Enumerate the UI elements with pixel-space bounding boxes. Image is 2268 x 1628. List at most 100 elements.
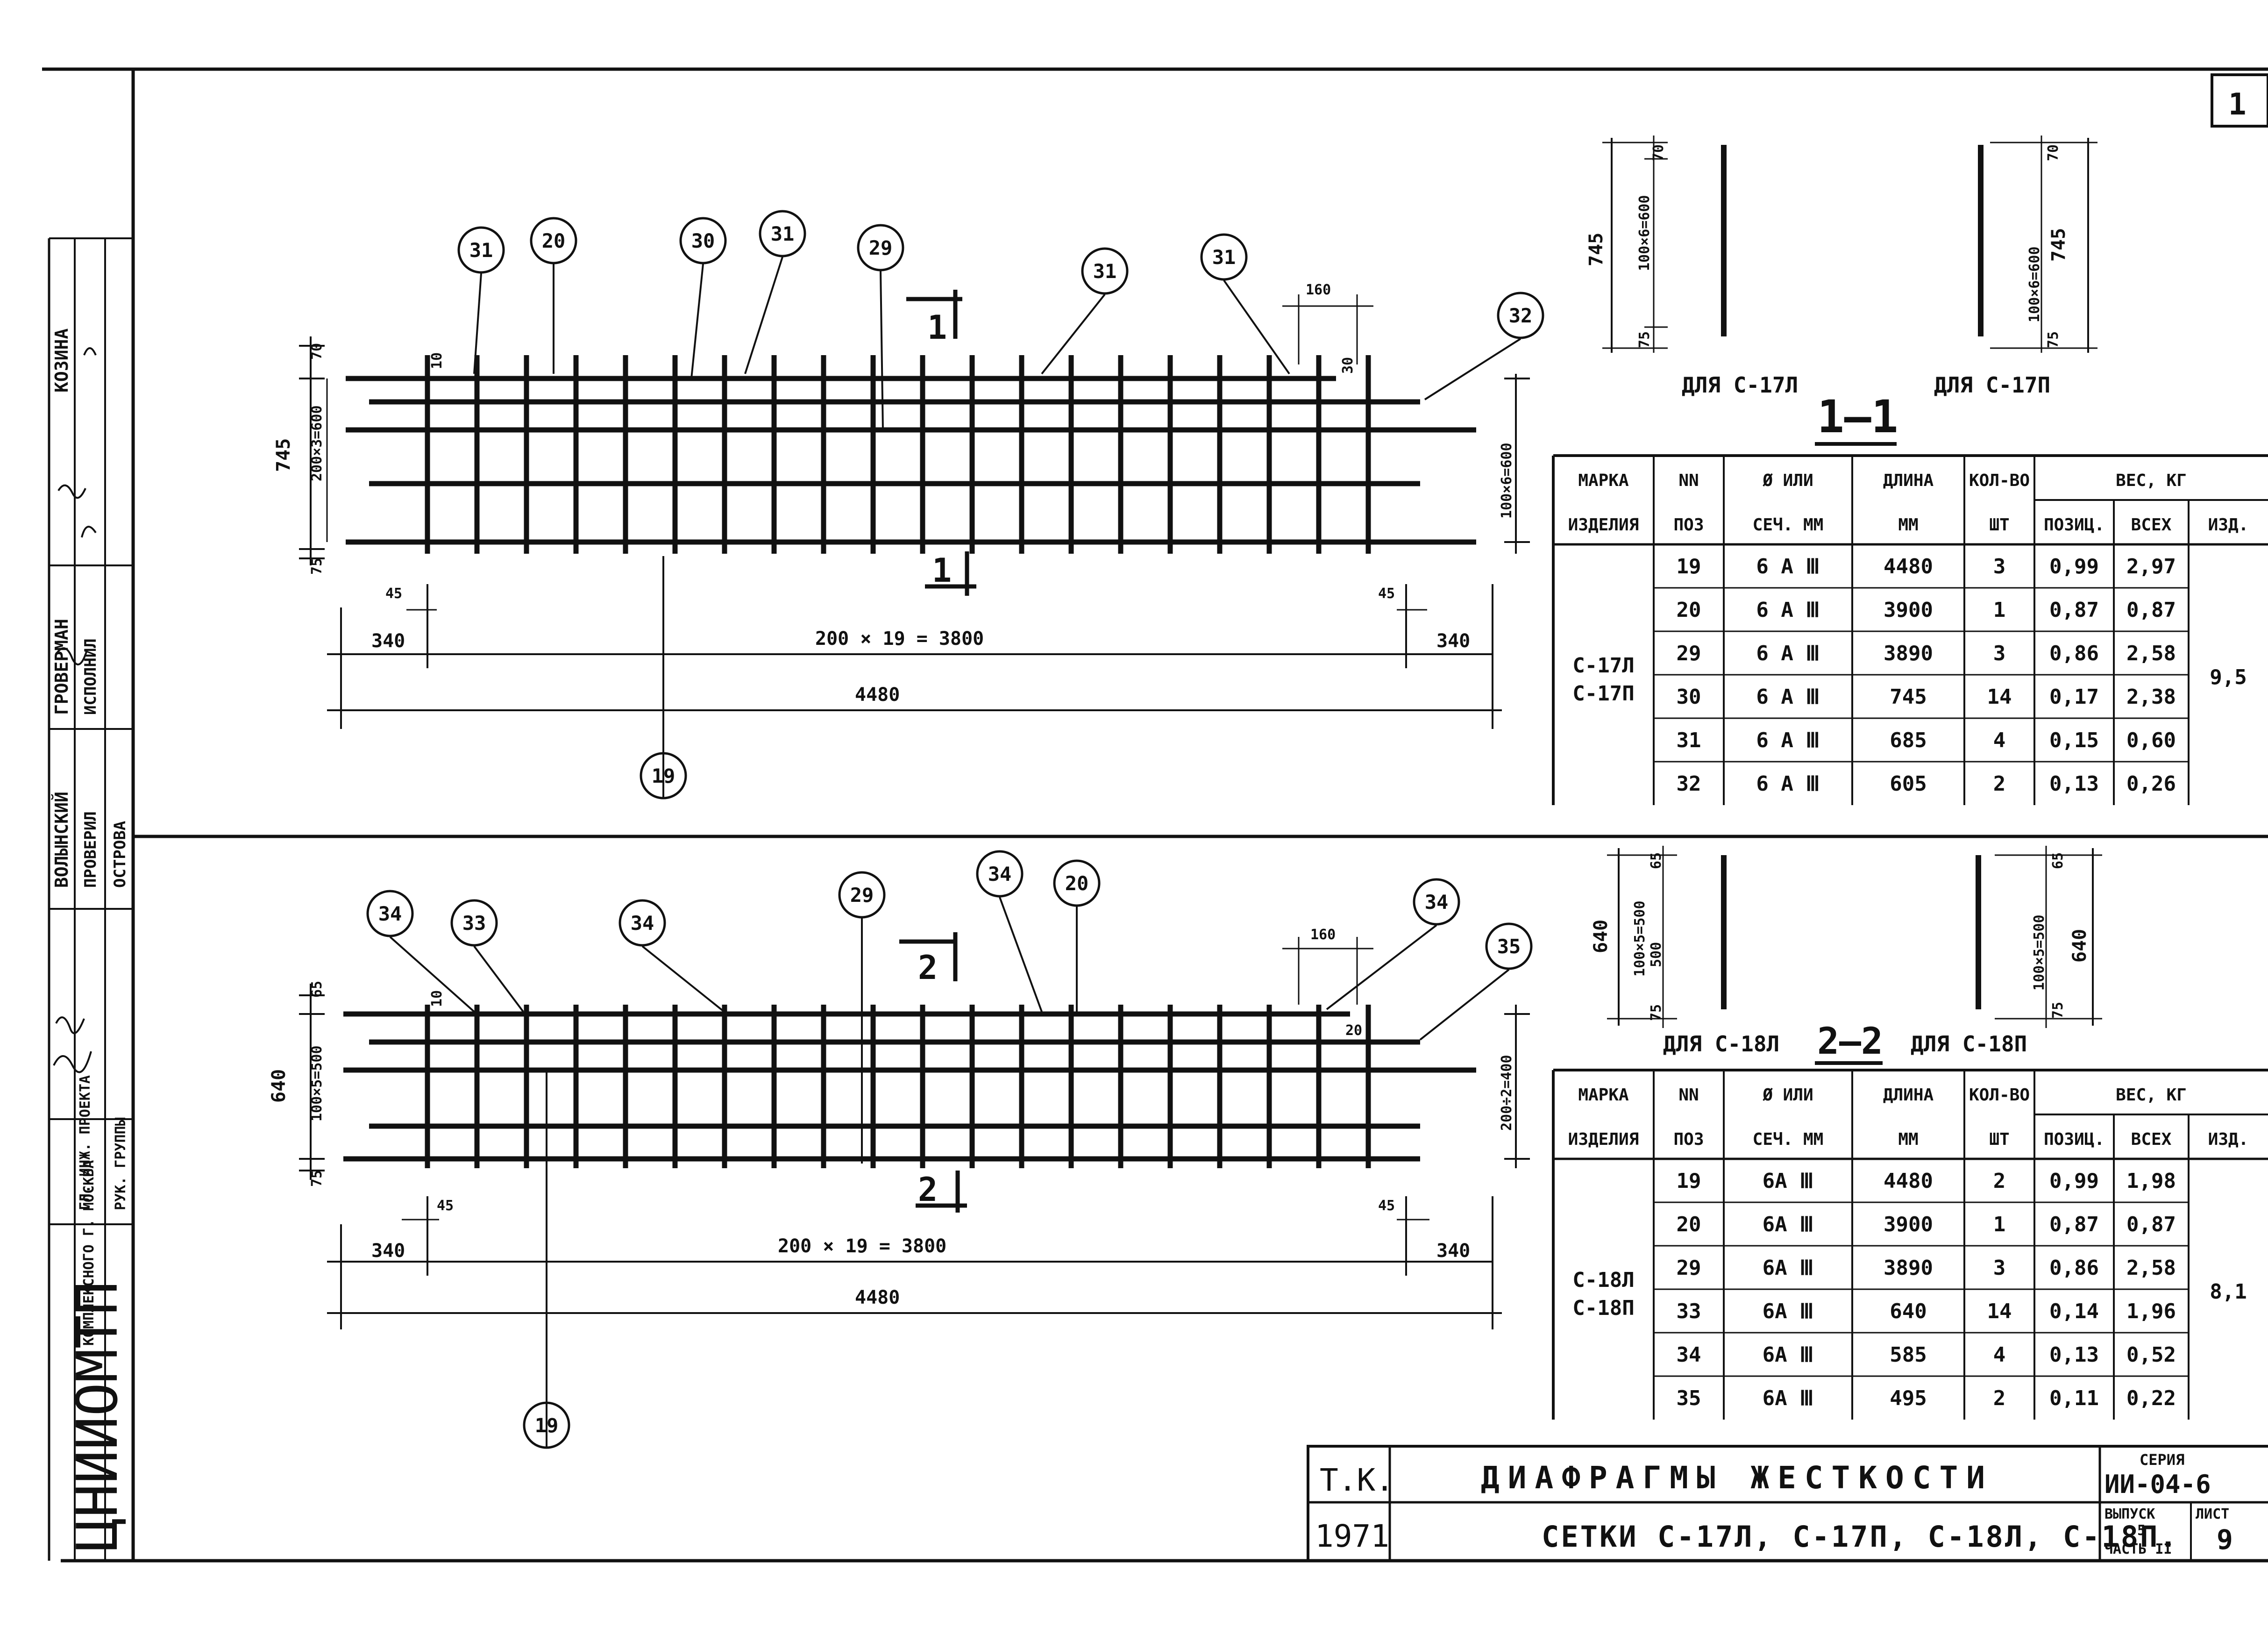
th-dia: Ø ИЛИ bbox=[1762, 1085, 1813, 1105]
td-dia: 6A Ⅲ bbox=[1763, 1169, 1814, 1193]
th-marka: ИЗДЕЛИЯ bbox=[1568, 1130, 1639, 1149]
v2-dim-bottom: 75 bbox=[309, 1170, 325, 1187]
tb-sheet-label: ЛИСТ bbox=[2196, 1506, 2229, 1522]
callout-label: 19 bbox=[652, 764, 675, 787]
td-pos: 30 bbox=[1677, 685, 1701, 709]
td-weight-pos: 0,86 bbox=[2049, 1256, 2099, 1280]
td-qty: 1 bbox=[1993, 598, 2006, 622]
td-weight-all: 0,26 bbox=[2126, 772, 2176, 796]
v2-dim-rows: 100×5=500 bbox=[309, 1045, 325, 1121]
sec1-label-right: ДЛЯ С-17П bbox=[1934, 372, 2050, 398]
view2-dimensions: 640 100×5=500 65 75 200÷2=400 340 340 45… bbox=[268, 927, 1530, 1329]
td-qty: 4 bbox=[1993, 728, 2006, 752]
callout-leader bbox=[473, 273, 482, 374]
sheet-frame: 1 bbox=[42, 67, 2268, 1563]
sec2-label-right: ДЛЯ С-18П bbox=[1911, 1031, 2027, 1057]
callout-leader bbox=[1326, 924, 1437, 1010]
td-weight-pos: 0,15 bbox=[2049, 728, 2099, 752]
th-qty: КОЛ-ВО bbox=[1969, 471, 2030, 490]
td-qty: 3 bbox=[1993, 1256, 2006, 1280]
th-nn: NN bbox=[1678, 1085, 1699, 1105]
callout-circle bbox=[976, 850, 1024, 898]
signature-1 bbox=[53, 1016, 92, 1073]
callout-label: 34 bbox=[1425, 891, 1449, 914]
sec2-dim-top-right: 65 bbox=[2050, 852, 2066, 869]
callout-label: 32 bbox=[1509, 304, 1533, 327]
td-dia: 6A Ⅲ bbox=[1763, 1343, 1814, 1367]
td-qty: 2 bbox=[1993, 1386, 2006, 1410]
td-len: 685 bbox=[1890, 728, 1927, 752]
sec2-dim-bottom-left: 75 bbox=[1648, 1004, 1664, 1021]
td-weight-item: 8,1 bbox=[2210, 1280, 2247, 1304]
sec1-dim-rows-left: 100×6=600 bbox=[1636, 195, 1653, 271]
v1-dim-right-off: 45 bbox=[1378, 586, 1395, 602]
v2-dim-top: 65 bbox=[309, 981, 325, 998]
callout-circle bbox=[450, 899, 498, 947]
stamp-name-right: ОСТРОВА bbox=[111, 821, 129, 888]
tb-title: ДИАФРАГМЫ ЖЕСТКОСТИ bbox=[1481, 1460, 1993, 1496]
td-weight-all: 0,52 bbox=[2126, 1343, 2176, 1367]
v2-dim-left-end: 340 bbox=[371, 1240, 405, 1262]
v2-dim-right-end: 340 bbox=[1436, 1240, 1470, 1262]
sheet-corner-number: 1 bbox=[2228, 87, 2247, 122]
callout-circle bbox=[457, 226, 505, 274]
th-weight-item: ИЗД. bbox=[2208, 515, 2249, 535]
v1-dim-top-spacing: 160 bbox=[1306, 282, 1331, 298]
v2-dim-left-off: 45 bbox=[437, 1198, 454, 1214]
callout-circle bbox=[1497, 292, 1544, 339]
view2-mesh bbox=[343, 1005, 1476, 1168]
th-weight-pos: ПОЗИЦ. bbox=[2044, 1130, 2104, 1149]
td-weight-all: 0,60 bbox=[2126, 728, 2176, 752]
th-weight-all: ВСЕХ bbox=[2131, 515, 2172, 535]
td-weight-all: 2,97 bbox=[2126, 555, 2176, 578]
sec2-dim-bottom-right: 75 bbox=[2050, 1002, 2066, 1019]
sec1-dim-bottom-left: 75 bbox=[1636, 331, 1653, 348]
td-qty: 2 bbox=[1993, 772, 2006, 796]
sec1-dim-top-right: 70 bbox=[2045, 144, 2062, 161]
tb-series-label: СЕРИЯ bbox=[2140, 1451, 2184, 1469]
td-mark: С-18Л bbox=[1572, 1268, 1634, 1292]
stamp-group-head: РУК. ГРУППЫ bbox=[113, 1117, 129, 1210]
sec2-dim-total-left: 640 bbox=[1590, 920, 1612, 953]
stamp-name-1: ВОЛЫНСКИЙ bbox=[51, 792, 72, 888]
td-len: 4480 bbox=[1884, 555, 1933, 578]
td-pos: 19 bbox=[1677, 555, 1701, 578]
sec1-dim-bottom-right: 75 bbox=[2045, 331, 2062, 348]
th-len: ММ bbox=[1898, 1130, 1918, 1149]
stamp-org-city: КОМПЛЕКСНОГО Г. МОСКВА bbox=[81, 1160, 97, 1346]
v1-dim-right-end: 340 bbox=[1436, 630, 1470, 652]
td-pos: 20 bbox=[1677, 598, 1701, 622]
td-len: 585 bbox=[1890, 1343, 1927, 1367]
td-mark: С-17Л bbox=[1572, 654, 1634, 678]
callout-label: 35 bbox=[1497, 935, 1521, 958]
td-weight-all: 2,38 bbox=[2126, 685, 2176, 709]
td-weight-pos: 0,13 bbox=[2049, 772, 2099, 796]
td-dia: 6A Ⅲ bbox=[1763, 1256, 1814, 1280]
th-dia: СЕЧ. ММ bbox=[1753, 515, 1824, 535]
th-weight-all: ВСЕХ bbox=[2131, 1130, 2172, 1149]
td-pos: 29 bbox=[1677, 642, 1701, 665]
tb-tk: Т.К. bbox=[1320, 1462, 1394, 1498]
tb-sheet: 9 bbox=[2217, 1524, 2233, 1556]
td-weight-pos: 0,14 bbox=[2049, 1300, 2099, 1323]
stamp-name-2: ГРОВЕРМАН bbox=[51, 619, 72, 715]
td-weight-item: 9,5 bbox=[2210, 665, 2247, 689]
sec2-dim-rows-left-full: 100×5=500 bbox=[1632, 900, 1648, 977]
v1-section-mark-top: 1 bbox=[927, 308, 947, 347]
td-pos: 31 bbox=[1677, 728, 1701, 752]
tb-issue: 5 bbox=[2137, 1522, 2146, 1539]
td-len: 4480 bbox=[1884, 1169, 1933, 1193]
th-nn: ПОЗ bbox=[1673, 515, 1704, 535]
v1-dim-total: 4480 bbox=[855, 684, 900, 706]
callout-label: 19 bbox=[535, 1414, 559, 1437]
td-pos: 29 bbox=[1677, 1256, 1701, 1280]
sec2-dim-total-right: 640 bbox=[2069, 929, 2090, 963]
v1-dim-span: 200 × 19 = 3800 bbox=[815, 628, 984, 650]
th-qty: ШТ bbox=[1989, 515, 2009, 535]
callout-label: 31 bbox=[1093, 260, 1117, 283]
v2-dim-edge-20: 20 bbox=[1345, 1022, 1362, 1039]
v2-dim-top-spacing: 160 bbox=[1310, 927, 1336, 943]
